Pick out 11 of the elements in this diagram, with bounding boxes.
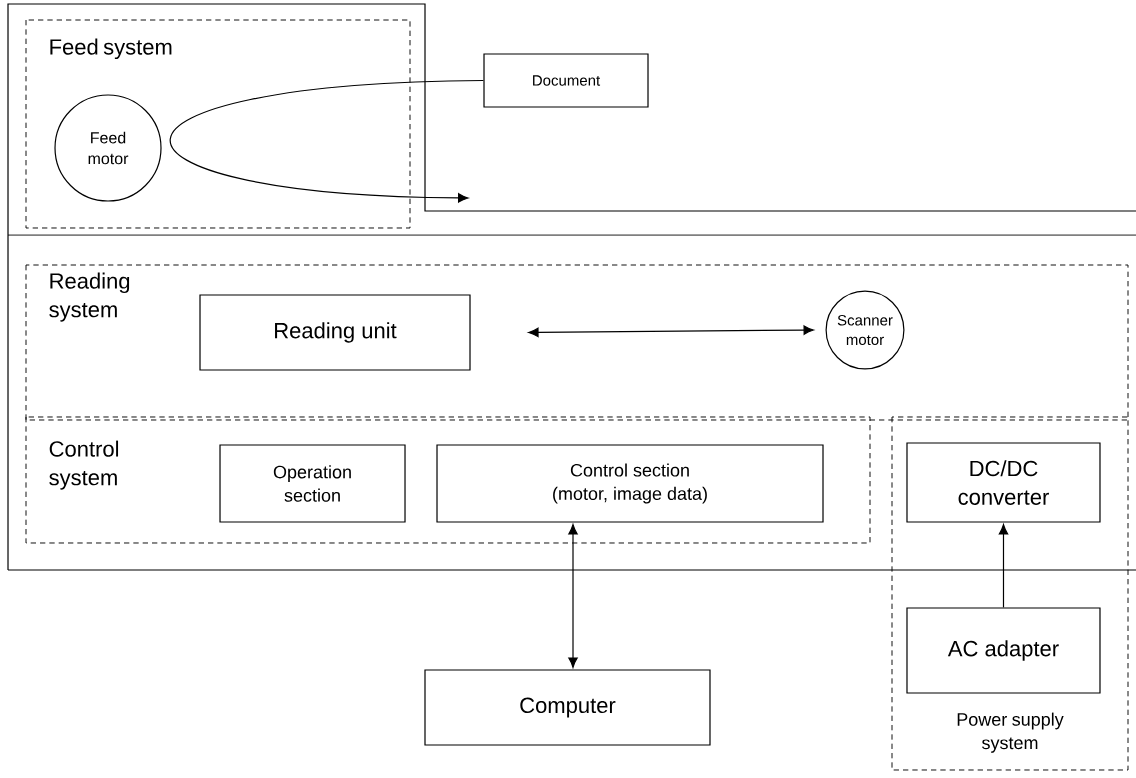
arrow bbox=[998, 524, 1009, 608]
block-box: Reading unit bbox=[199, 294, 471, 371]
block-box: Operation section bbox=[219, 444, 406, 523]
block-box: Computer bbox=[424, 669, 711, 746]
block-box: Control section (motor, image data) bbox=[436, 444, 824, 523]
arrow bbox=[528, 325, 814, 338]
block-box: Document bbox=[483, 53, 649, 108]
arrow bbox=[169, 79, 484, 203]
block-box: DC/DC converter bbox=[906, 442, 1101, 523]
arrow bbox=[568, 524, 578, 668]
block-box: AC adapter bbox=[906, 607, 1101, 694]
